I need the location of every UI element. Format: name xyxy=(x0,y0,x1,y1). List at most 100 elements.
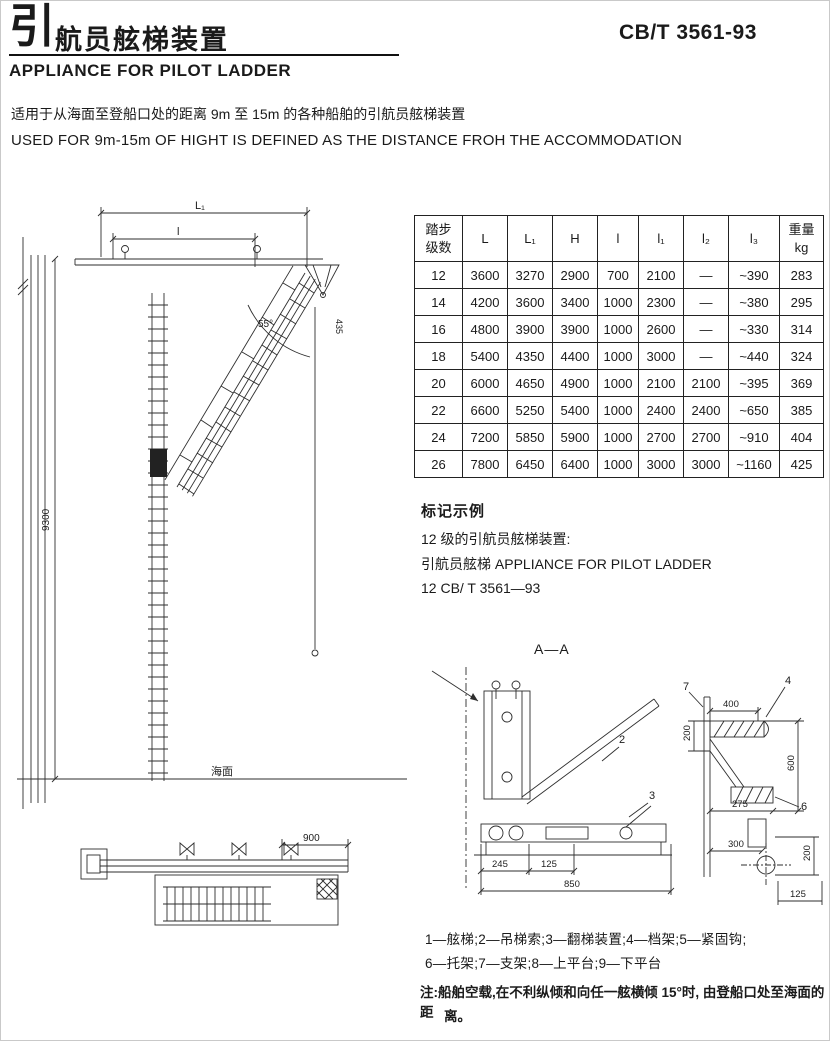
table-cell: 20 xyxy=(414,369,463,397)
table-cell: 1000 xyxy=(597,423,639,451)
table-cell: 4900 xyxy=(552,369,598,397)
section-a-a-drawing: 2 3 7 4 6 245 125 850 400 200 600 275 30… xyxy=(431,667,823,905)
table-cell: 3600 xyxy=(462,261,508,289)
table-cell: 12 xyxy=(414,261,463,289)
callout-6: 6 xyxy=(801,801,807,813)
table-cell: 3600 xyxy=(507,288,553,316)
table-cell: 2100 xyxy=(683,369,729,397)
table-cell: 314 xyxy=(779,315,824,343)
table-cell: 283 xyxy=(779,261,824,289)
table-cell: 2700 xyxy=(638,423,684,451)
marking-line-1: 12 级的引航员舷梯装置: xyxy=(421,531,571,547)
table-cell: 4400 xyxy=(552,342,598,370)
dim-label-L1: L₁ xyxy=(195,200,205,212)
table-cell: ~910 xyxy=(728,423,780,451)
table-cell: 5250 xyxy=(507,396,553,424)
note-line-2: 离。 xyxy=(444,1009,471,1024)
table-cell: 3270 xyxy=(507,261,553,289)
table-cell: 5400 xyxy=(552,396,598,424)
page-title-english: APPLIANCE FOR PILOT LADDER xyxy=(9,61,292,80)
table-cell: 16 xyxy=(414,315,463,343)
callout-3: 3 xyxy=(649,790,655,802)
table-cell: 700 xyxy=(597,261,639,289)
table-cell: — xyxy=(683,261,729,289)
column-header: 踏步 级数 xyxy=(414,215,463,262)
table-cell: ~440 xyxy=(728,342,780,370)
dim-label-900: 900 xyxy=(303,833,320,844)
dim-label-l: l xyxy=(177,226,179,238)
table-cell: — xyxy=(683,315,729,343)
marking-example-title: 标记示例 xyxy=(421,503,486,520)
table-cell: 4650 xyxy=(507,369,553,397)
table-cell: 1000 xyxy=(597,288,639,316)
table-cell: 404 xyxy=(779,423,824,451)
table-cell: ~390 xyxy=(728,261,780,289)
table-cell: 4800 xyxy=(462,315,508,343)
table-cell: ~1160 xyxy=(728,450,780,478)
dim-label-300: 300 xyxy=(728,839,744,850)
table-cell: 14 xyxy=(414,288,463,316)
table-cell: 295 xyxy=(779,288,824,316)
table-cell: 4200 xyxy=(462,288,508,316)
table-cell: 1000 xyxy=(597,450,639,478)
table-cell: 5850 xyxy=(507,423,553,451)
table-cell: 18 xyxy=(414,342,463,370)
page-title: 航员舷梯装置 xyxy=(55,25,229,55)
table-cell: 5900 xyxy=(552,423,598,451)
table-cell: 1000 xyxy=(597,315,639,343)
table-cell: 2100 xyxy=(638,261,684,289)
dim-label-245: 245 xyxy=(492,859,508,870)
table-cell: 2400 xyxy=(638,396,684,424)
dim-label-200b: 200 xyxy=(802,845,813,861)
standard-number: CB/T 3561-93 xyxy=(619,21,757,44)
table-cell: — xyxy=(683,342,729,370)
table-cell: 3000 xyxy=(683,450,729,478)
dim-label-435: 435 xyxy=(334,319,344,334)
table-cell: 24 xyxy=(414,423,463,451)
table-cell: ~395 xyxy=(728,369,780,397)
table-cell: 2300 xyxy=(638,288,684,316)
table-cell: 3400 xyxy=(552,288,598,316)
table-cell: 3900 xyxy=(552,315,598,343)
callout-2: 2 xyxy=(619,734,625,746)
table-cell: 5400 xyxy=(462,342,508,370)
table-cell: ~330 xyxy=(728,315,780,343)
legend-line-2: 6—托架;7—支架;8—上平台;9—下平台 xyxy=(425,956,662,971)
table-cell: 22 xyxy=(414,396,463,424)
dim-label-125b: 125 xyxy=(790,889,806,900)
dim-label-850: 850 xyxy=(564,879,580,890)
table-cell: 324 xyxy=(779,342,824,370)
table-cell: 2900 xyxy=(552,261,598,289)
table-cell: 3000 xyxy=(638,342,684,370)
column-header: l xyxy=(597,215,639,262)
dim-label-200a: 200 xyxy=(682,725,693,741)
column-header: 重量 kg xyxy=(779,215,824,262)
table-cell: 6600 xyxy=(462,396,508,424)
dim-label-125a: 125 xyxy=(541,859,557,870)
callout-7: 7 xyxy=(683,681,689,693)
table-cell: ~650 xyxy=(728,396,780,424)
column-header: l₁ xyxy=(638,215,684,262)
callout-4: 4 xyxy=(785,675,791,687)
table-cell: 1000 xyxy=(597,369,639,397)
column-header: L₁ xyxy=(507,215,553,262)
table-cell: — xyxy=(683,288,729,316)
table-cell: 6400 xyxy=(552,450,598,478)
table-cell: 425 xyxy=(779,450,824,478)
column-header: L xyxy=(462,215,508,262)
column-header: l₃ xyxy=(728,215,780,262)
angle-label-55: 55° xyxy=(258,319,273,330)
table-cell: 2700 xyxy=(683,423,729,451)
column-header: l₂ xyxy=(683,215,729,262)
table-cell: 7800 xyxy=(462,450,508,478)
dim-label-9300: 9300 xyxy=(41,508,52,531)
